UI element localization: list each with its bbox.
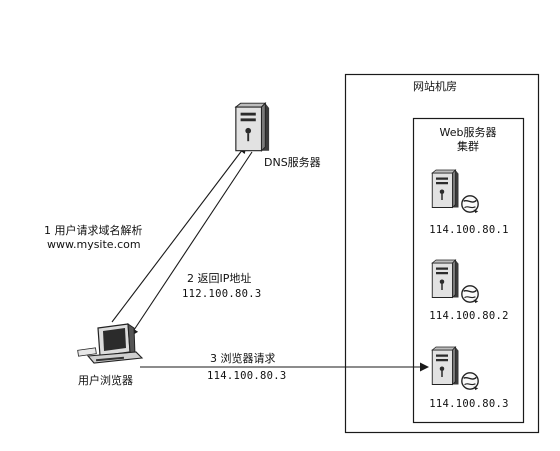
server-room-label: 网站机房 bbox=[413, 80, 457, 93]
step1-label: 1 用户请求域名解析 bbox=[44, 224, 143, 237]
web-cluster-label-line1: Web服务器 bbox=[439, 126, 497, 139]
web-cluster-label-line2: 集群 bbox=[457, 140, 479, 153]
step1-domain: www.mysite.com bbox=[47, 238, 141, 251]
step3-ip: 114.100.80.3 bbox=[207, 370, 287, 382]
web-server-icon bbox=[431, 169, 479, 214]
dns-server-label: DNS服务器 bbox=[264, 156, 321, 169]
step2-label: 2 返回IP地址 bbox=[187, 272, 252, 285]
server-tower-icon bbox=[235, 102, 270, 152]
browser-label: 用户浏览器 bbox=[78, 374, 133, 387]
server-room-box bbox=[344, 73, 540, 434]
dns-response-arrow bbox=[129, 151, 253, 337]
web-server-icon bbox=[431, 346, 479, 391]
desktop-computer-icon bbox=[77, 323, 144, 364]
step2-ip: 112.100.80.3 bbox=[182, 288, 262, 300]
server-ip-3: 114.100.80.3 bbox=[429, 398, 509, 410]
dns-request-arrow bbox=[111, 144, 247, 323]
step3-label: 3 浏览器请求 bbox=[210, 352, 276, 365]
server-ip-2: 114.100.80.2 bbox=[429, 310, 509, 322]
web-server-icon bbox=[431, 259, 479, 304]
server-ip-1: 114.100.80.1 bbox=[429, 224, 509, 236]
web-cluster-box bbox=[412, 117, 525, 424]
